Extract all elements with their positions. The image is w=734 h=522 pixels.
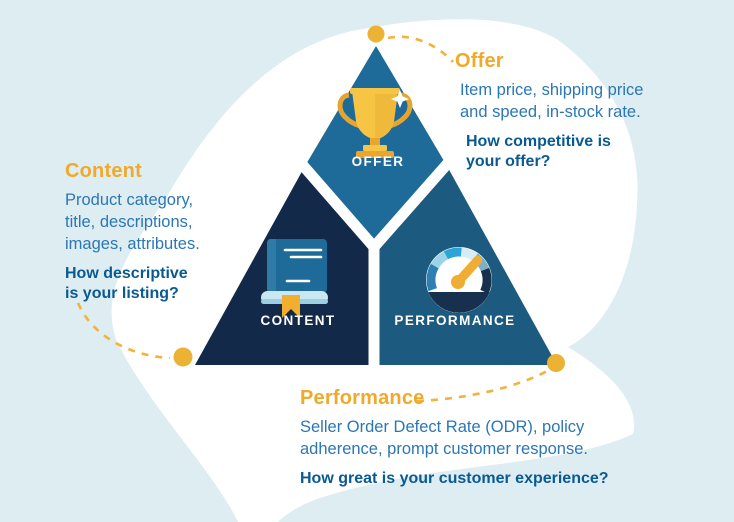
content-piece-label: CONTENT <box>260 313 336 328</box>
performance-question: How great is your customer experience? <box>300 470 609 487</box>
offer-heading: Offer <box>455 50 504 72</box>
book-icon <box>261 239 328 318</box>
offer-piece-label: OFFER <box>351 154 405 169</box>
content-question: How descriptive is your listing? <box>65 265 188 302</box>
connector-dashes <box>76 35 550 403</box>
offer-question: How competitive is your offer? <box>466 133 611 170</box>
triangle-gaps <box>288 150 461 374</box>
bottom-left-vertex-dot <box>173 347 193 367</box>
bottom-right-vertex-dot <box>547 354 565 372</box>
offer-annotation: Offer Item price, shipping price and spe… <box>455 50 643 172</box>
performance-description: Seller Order Defect Rate (ODR), policy a… <box>300 418 588 458</box>
performance-heading: Performance <box>300 387 425 409</box>
performance-annotation: Performance Seller Order Defect Rate (OD… <box>300 387 609 489</box>
content-connector <box>76 302 171 360</box>
offer-description: Item price, shipping price and speed, in… <box>460 81 644 121</box>
content-annotation: Content Product category, title, descrip… <box>65 160 200 304</box>
gauge-icon <box>426 247 492 313</box>
offer-connector <box>387 35 454 63</box>
performance-connector <box>416 368 550 403</box>
trophy-icon <box>337 88 413 158</box>
apex-vertex-dot <box>367 25 385 43</box>
content-heading: Content <box>65 160 142 182</box>
performance-piece-label: PERFORMANCE <box>394 313 516 328</box>
content-description: Product category, title, descriptions, i… <box>65 191 200 253</box>
